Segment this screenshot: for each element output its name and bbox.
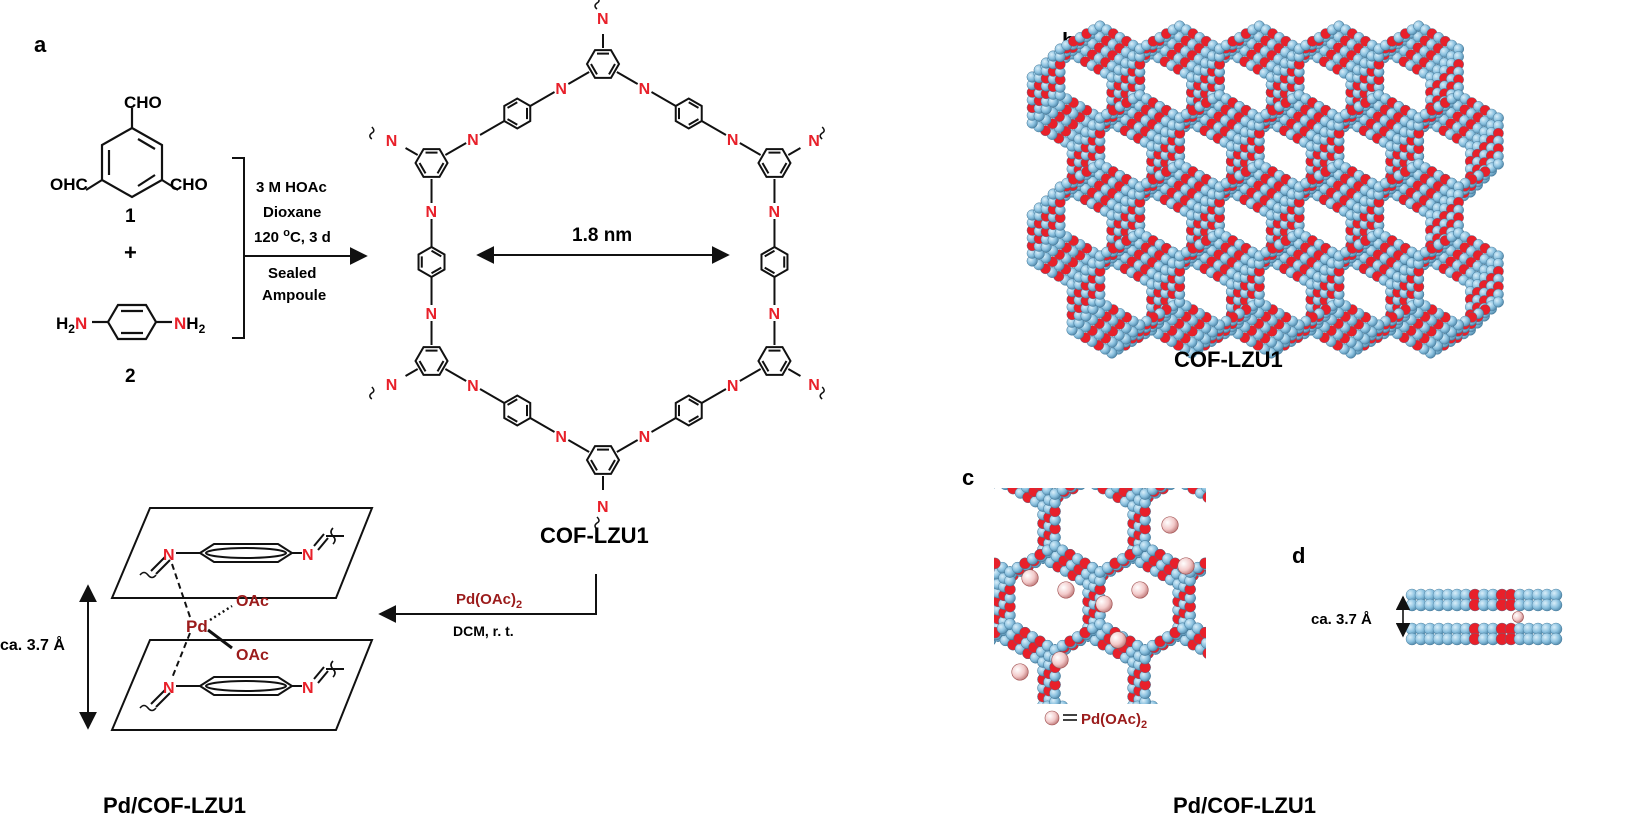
- metalation-solvent-label: DCM, r. t.: [453, 623, 514, 639]
- condition-vessel-2: Ampoule: [262, 287, 326, 304]
- oac-ligand-1: OAc: [236, 593, 269, 610]
- pd-sphere: [1022, 570, 1039, 587]
- phenylene-linker: NN: [419, 179, 445, 345]
- condition-temperature: 120 oC, 3 d: [254, 227, 331, 246]
- cof-3d-model: [1027, 21, 1504, 358]
- imine-nitrogen: N: [768, 204, 780, 221]
- pd-legend-label: Pd(OAc)2: [1081, 711, 1147, 731]
- benzene-node: N: [587, 446, 619, 529]
- pd-cof-caption-right: Pd/COF-LZU1: [1173, 793, 1316, 817]
- phenylene-linker: NN: [761, 179, 787, 345]
- phenylene-linker: NN: [445, 72, 589, 155]
- pd-sphere: [1110, 632, 1127, 649]
- phenylene-linker: NN: [445, 369, 589, 452]
- pd-reagent-label: Pd(OAc)2: [456, 591, 522, 611]
- imine-nitrogen: N: [808, 377, 820, 394]
- pd-sphere: [1178, 558, 1195, 575]
- h2n-label: H2N: [56, 314, 87, 336]
- compound-2-label: 2: [125, 366, 136, 387]
- imine-nitrogen: N: [768, 306, 780, 323]
- pd-sphere: [1513, 612, 1524, 623]
- phenylene-linker: NN: [617, 369, 761, 452]
- interlayer-spacing-label: ca. 3.7 Å: [0, 635, 65, 654]
- cho-label: CHO: [124, 93, 162, 112]
- benzene-node: N: [758, 127, 824, 177]
- panel-letter-a: a: [34, 32, 47, 57]
- pd-sphere: [1052, 652, 1069, 669]
- imine-nitrogen: N: [555, 81, 567, 98]
- monomer-1-structure: [86, 108, 178, 197]
- imine-nitrogen: N: [426, 204, 438, 221]
- oac-ligand-2: OAc: [236, 647, 269, 664]
- compound-1-label: 1: [125, 206, 136, 227]
- benzene-node: N: [587, 0, 619, 78]
- imine-nitrogen: N: [426, 306, 438, 323]
- phenylene-linker: NN: [617, 72, 761, 155]
- svg-text:N: N: [302, 547, 314, 564]
- pd-legend-sphere: [1045, 711, 1059, 725]
- imine-nitrogen: N: [727, 132, 739, 149]
- pd-complex-structure: N N N N Pd OAc OAc: [88, 508, 372, 730]
- benzene-node: N: [370, 347, 448, 399]
- pd-sphere: [1058, 582, 1075, 599]
- panel-letter-d: d: [1292, 543, 1305, 568]
- imine-nitrogen: N: [727, 378, 739, 395]
- imine-nitrogen: N: [555, 429, 567, 446]
- pd-sphere: [1162, 517, 1179, 534]
- imine-nitrogen: N: [597, 11, 609, 28]
- interlayer-spacing-d: ca. 3.7 Å: [1311, 611, 1372, 628]
- upper-layer-plane: [112, 508, 372, 598]
- imine-nitrogen: N: [639, 81, 651, 98]
- cho-label-right: CHO: [170, 175, 208, 194]
- pd-sphere: [1132, 582, 1149, 599]
- panel-letter-c: c: [962, 465, 974, 490]
- svg-text:N: N: [302, 680, 314, 697]
- benzene-node: N: [370, 127, 448, 177]
- svg-text:N: N: [163, 680, 175, 697]
- condition-acid: 3 M HOAc: [256, 179, 327, 196]
- monomer-2-structure: [92, 305, 172, 339]
- imine-nitrogen: N: [639, 429, 651, 446]
- pd-sphere: [1096, 596, 1113, 613]
- svg-text:N: N: [163, 547, 175, 564]
- reaction-bracket: [232, 158, 244, 338]
- pd-atom-label: Pd: [186, 617, 208, 636]
- imine-nitrogen: N: [597, 499, 609, 516]
- pore-size-label: 1.8 nm: [572, 225, 632, 246]
- cof-name-label: COF-LZU1: [540, 523, 649, 548]
- imine-nitrogen: N: [467, 132, 479, 149]
- imine-nitrogen: N: [467, 378, 479, 395]
- condition-vessel-1: Sealed: [268, 265, 316, 282]
- nh2-label: NH2: [174, 314, 206, 336]
- imine-nitrogen: N: [808, 133, 820, 150]
- pd-cof-caption-left: Pd/COF-LZU1: [103, 793, 246, 817]
- condition-solvent: Dioxane: [263, 204, 321, 221]
- plus-sign: +: [124, 240, 137, 265]
- interlayer-model: [1406, 589, 1562, 645]
- cof-3d-caption: COF-LZU1: [1174, 347, 1283, 372]
- imine-nitrogen: N: [386, 133, 398, 150]
- imine-nitrogen: N: [386, 377, 398, 394]
- benzene-node: N: [758, 347, 824, 399]
- ohc-label: OHC: [50, 175, 88, 194]
- pd-sphere: [1012, 664, 1029, 681]
